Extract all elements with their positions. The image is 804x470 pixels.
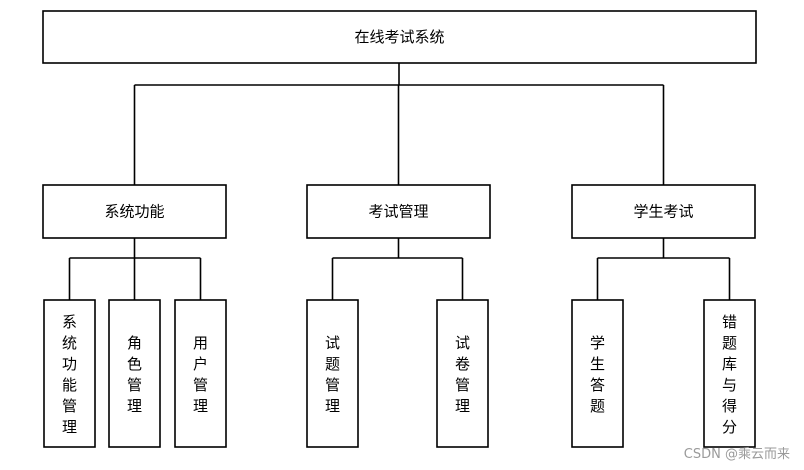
watermark-text: CSDN @乘云而来 [683, 447, 790, 462]
leaf-node-2-2-box [436, 299, 489, 448]
leaf-node-2-2-label: 试卷管理 [455, 334, 470, 415]
leaf-node-2-2: 试卷管理 [436, 299, 489, 448]
leaf-node-1-1: 系统功能管理 [43, 299, 96, 448]
leaf-node-3-2-box [703, 299, 756, 448]
leaf-node-2-1: 试题管理 [306, 299, 359, 448]
module-3-node: 学生考试 [571, 184, 756, 239]
leaf-node-2-1-label: 试题管理 [325, 334, 340, 415]
leaf-node-1-2-box [108, 299, 161, 448]
module-3-node-label: 学生考试 [633, 203, 693, 221]
leaf-node-1-1-label: 系统功能管理 [62, 313, 77, 436]
module-1-node: 系统功能 [42, 184, 227, 239]
module-2-node-label: 考试管理 [368, 203, 428, 221]
root-node: 在线考试系统 [42, 10, 757, 64]
leaf-node-2-1-box [306, 299, 359, 448]
module-1-node-label: 系统功能 [104, 203, 164, 221]
leaf-node-1-2-label: 角色管理 [127, 334, 142, 415]
leaf-node-3-1-box [571, 299, 624, 448]
leaf-node-3-1: 学生答题 [571, 299, 624, 448]
module-2-node-box [306, 184, 491, 239]
root-node-box [42, 10, 757, 64]
module-1-node-box [42, 184, 227, 239]
leaf-node-3-1-label: 学生答题 [590, 334, 605, 415]
leaf-node-1-3-box [174, 299, 227, 448]
module-2-node: 考试管理 [306, 184, 491, 239]
leaf-node-1-3: 用户管理 [174, 299, 227, 448]
leaf-node-1-1-box [43, 299, 96, 448]
module-3-node-box [571, 184, 756, 239]
root-node-label: 在线考试系统 [354, 28, 444, 46]
leaf-node-3-2-label: 错题库与得分 [722, 313, 737, 436]
leaf-node-1-2: 角色管理 [108, 299, 161, 448]
connector-lines [68, 63, 731, 300]
leaf-node-1-3-label: 用户管理 [193, 334, 208, 415]
leaf-node-3-2: 错题库与得分 [703, 299, 756, 448]
